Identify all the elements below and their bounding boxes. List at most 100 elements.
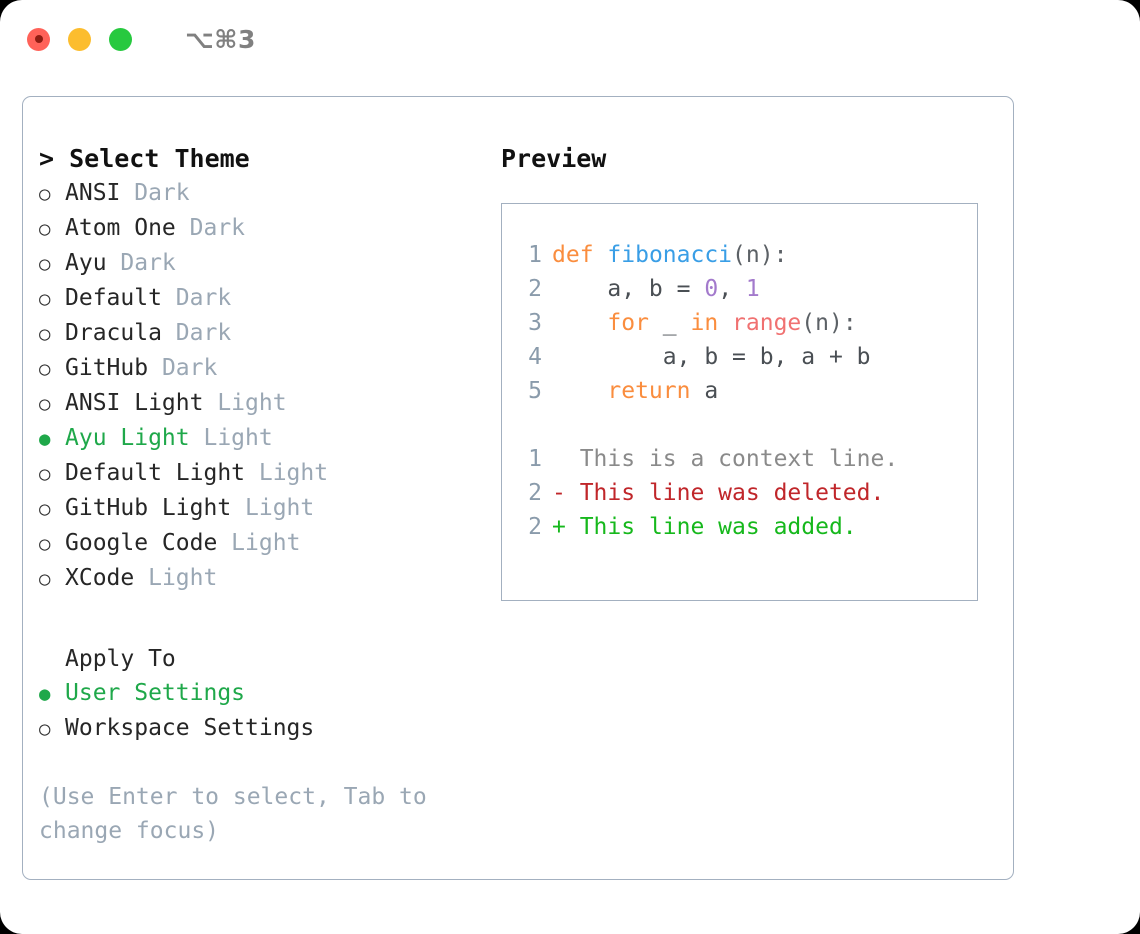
title-bar: ⌥⌘3 — [0, 0, 1140, 78]
theme-option-kind: Light — [189, 425, 273, 451]
theme-option-kind: Dark — [175, 215, 246, 241]
theme-option-kind: Dark — [161, 285, 232, 311]
theme-option-kind: Dark — [120, 180, 190, 206]
code-token — [718, 310, 732, 336]
apply-to-list[interactable]: ● User Settings ○Workspace Settings — [39, 676, 485, 746]
theme-option-name: XCode — [65, 565, 135, 591]
code-token: 0 — [704, 276, 719, 302]
line-number: 1 — [528, 446, 542, 472]
theme-option-name: Dracula — [65, 320, 162, 346]
code-token: , — [718, 276, 746, 302]
code-token: a, b = — [552, 276, 705, 302]
radio-unselected-icon: ○ — [39, 183, 51, 205]
apply-to-option[interactable]: ● User Settings — [39, 676, 485, 711]
radio-unselected-icon: ○ — [39, 253, 51, 275]
line-number: 3 — [528, 310, 542, 336]
radio-unselected-icon: ○ — [39, 533, 51, 555]
code-line: 2 a, b = 0, 1 — [514, 272, 977, 306]
theme-option-kind: Dark — [148, 355, 218, 381]
radio-unselected-icon: ○ — [39, 358, 51, 380]
line-number: 2 — [528, 514, 542, 540]
code-token: 1 — [745, 276, 760, 302]
minimize-button[interactable] — [68, 27, 91, 51]
theme-option[interactable]: ○ GitHub Dark — [39, 351, 485, 386]
code-token: return — [607, 378, 691, 404]
theme-option-kind: Light — [231, 495, 315, 521]
radio-unselected-icon: ○ — [39, 288, 51, 310]
code-token — [552, 310, 607, 336]
diff-text: This is a context line. — [565, 446, 899, 472]
preview-title: Preview — [501, 144, 607, 173]
theme-option[interactable]: ○ Google Code Light — [39, 526, 485, 561]
theme-option-name: Atom One — [65, 215, 176, 241]
code-line: 3 for _ in range(n): — [514, 306, 977, 340]
theme-option-name: Ayu — [65, 250, 107, 276]
apply-to-option[interactable]: ○Workspace Settings — [39, 711, 485, 746]
radio-unselected-icon: ○ — [39, 463, 51, 485]
theme-option-kind: Light — [203, 390, 287, 416]
diff-line: 2- This line was deleted. — [514, 476, 977, 510]
theme-option-name: ANSI — [65, 180, 121, 206]
code-line: 1 def fibonacci(n): — [514, 238, 977, 272]
theme-option-kind: Light — [245, 460, 329, 486]
code-token: def — [552, 242, 594, 268]
radio-unselected-icon: ○ — [39, 218, 51, 240]
zoom-button[interactable] — [109, 27, 132, 51]
theme-option-name: Default Light — [65, 460, 246, 486]
diff-text: This line was deleted. — [565, 480, 885, 506]
theme-option[interactable]: ○ Default Dark — [39, 281, 485, 316]
code-token — [552, 378, 607, 404]
theme-option[interactable]: ○ Ayu Dark — [39, 246, 485, 281]
code-token: range — [732, 310, 802, 336]
window-controls — [27, 27, 132, 51]
theme-option[interactable]: ○ Default Light Light — [39, 456, 485, 491]
code-token: (n): — [801, 310, 857, 336]
theme-option-kind: Light — [134, 565, 218, 591]
radio-unselected-icon: ○ — [39, 498, 51, 520]
theme-option-name: Google Code — [65, 530, 218, 556]
diff-marker: - — [552, 480, 566, 506]
code-token: fibonacci — [607, 242, 733, 268]
line-number: 4 — [528, 344, 542, 370]
theme-option-name: Default — [65, 285, 162, 311]
theme-option-kind: Dark — [106, 250, 176, 276]
theme-option[interactable]: ●Ayu Light Light — [39, 421, 485, 456]
code-token: _ — [648, 310, 691, 336]
theme-option-name: GitHub — [65, 355, 149, 381]
radio-unselected-icon: ○ — [39, 568, 51, 590]
theme-option-kind: Light — [217, 530, 301, 556]
apply-to-label: Apply To — [65, 646, 176, 672]
code-token: (n): — [732, 242, 788, 268]
radio-unselected-icon: ○ — [39, 718, 51, 740]
theme-picker-panel: > Select Theme ○ANSI Dark○Atom One Dark○… — [22, 96, 1014, 880]
theme-list[interactable]: ○ ANSI Dark ○ Atom One Dark ○ Ayu Dark ○ Defaul… — [39, 176, 485, 596]
theme-option[interactable]: ○GitHub Light Light — [39, 491, 485, 526]
code-token: a — [690, 378, 719, 404]
diff-text: This line was added. — [565, 514, 857, 540]
radio-selected-icon: ● — [39, 428, 51, 450]
theme-selection-column: > Select Theme ○ANSI Dark○Atom One Dark○… — [23, 142, 485, 848]
line-number: 5 — [528, 378, 542, 404]
apply-to-option-name: User Settings — [65, 680, 246, 706]
line-number: 1 — [528, 242, 542, 268]
close-button[interactable] — [27, 27, 50, 51]
theme-option[interactable]: ○ANSI Light Light — [39, 386, 485, 421]
diff-sample: 1 This is a context line. 2- This line wa… — [514, 442, 977, 544]
page-title: > Select Theme — [39, 144, 250, 173]
theme-option[interactable]: ○ XCode Light — [39, 561, 485, 596]
code-line: 4 a, b = b, a + b — [514, 340, 977, 374]
theme-option[interactable]: ○ Dracula Dark — [39, 316, 485, 351]
theme-option[interactable]: ○ ANSI Dark — [39, 176, 485, 211]
radio-selected-icon: ● — [39, 683, 51, 705]
diff-line: 2+ This line was added. — [514, 510, 977, 544]
theme-option[interactable]: ○ Atom One Dark — [39, 211, 485, 246]
diff-marker — [552, 446, 566, 472]
radio-unselected-icon: ○ — [39, 323, 51, 345]
code-token — [594, 242, 608, 268]
code-token: in — [690, 310, 719, 336]
theme-option-kind: Dark — [161, 320, 232, 346]
radio-unselected-icon: ○ — [39, 393, 51, 415]
